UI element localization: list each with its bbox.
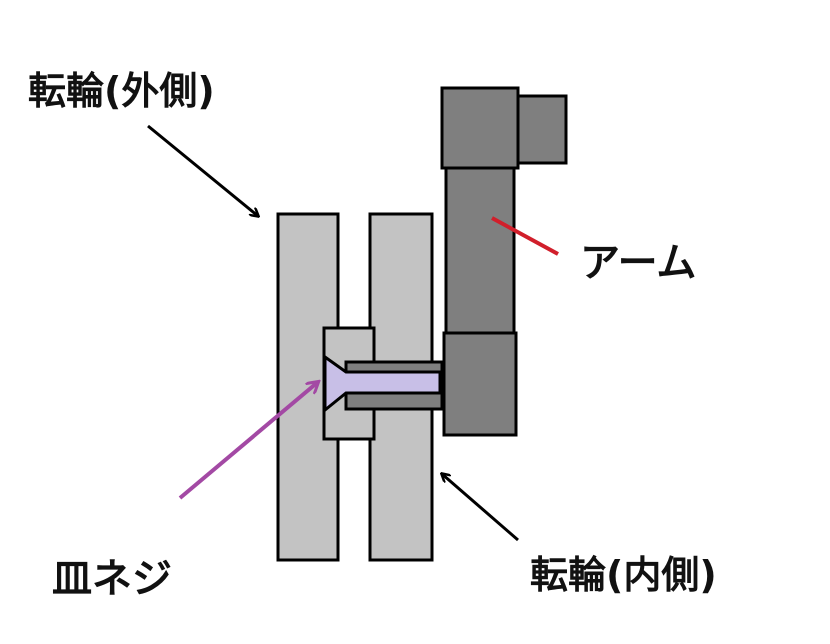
- arm-label: アーム: [580, 240, 696, 286]
- outer-wheel-arrow: [147, 124, 258, 216]
- arm-bottom-block: [442, 331, 518, 437]
- arm-pointer-line: [491, 216, 559, 256]
- screw-arrow: [178, 382, 318, 500]
- screw-label: 皿ネジ: [52, 556, 172, 602]
- outer-wheel-label: 転輪(外側): [28, 69, 215, 113]
- arm-top-cap: [516, 94, 568, 165]
- countersunk-screw: [323, 354, 442, 414]
- inner-wheel-arrow: [442, 474, 519, 542]
- arm-vertical-bar: [444, 162, 516, 342]
- inner-wheel-label: 転輪(内側): [530, 553, 717, 597]
- arm-top-block: [440, 86, 520, 170]
